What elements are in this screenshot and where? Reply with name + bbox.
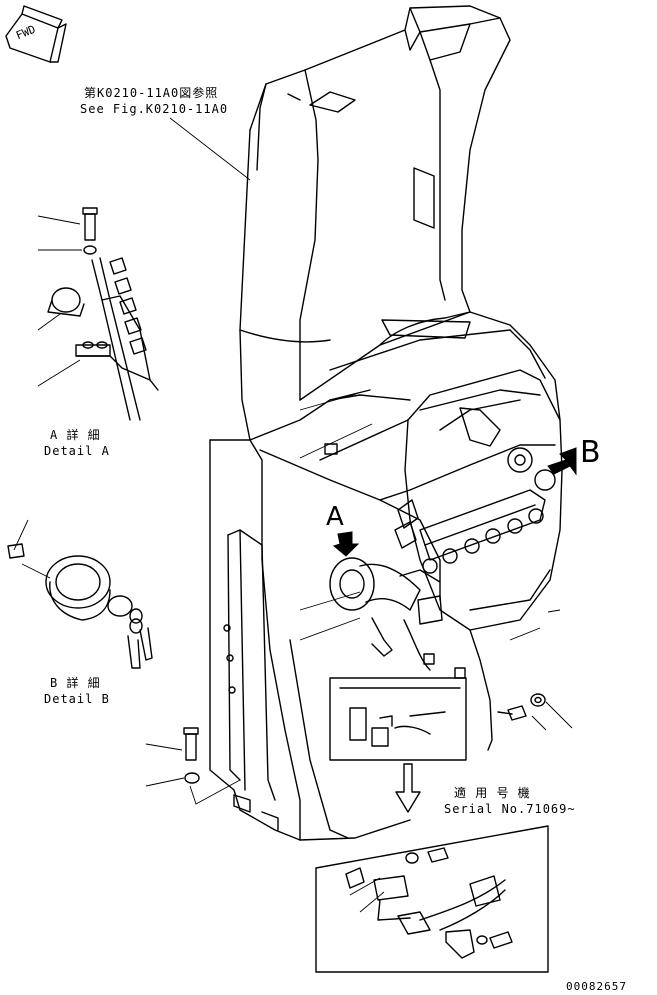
- detail-b-parts: [7, 519, 153, 669]
- ref-note-jp: 第K0210-11A0図参照: [84, 86, 219, 100]
- drawing-number: 00082657: [566, 980, 627, 993]
- bolt-right: [497, 693, 573, 731]
- key-switch-assembly: [329, 557, 441, 671]
- relay-box: [329, 677, 467, 761]
- serial-detail-frame: [315, 825, 549, 973]
- ref-note-en: See Fig.K0210-11A0: [80, 102, 229, 116]
- ref-leader: [169, 117, 251, 181]
- bolt-left: [145, 727, 241, 805]
- detail-a-jp: A 詳 細: [50, 428, 101, 442]
- serial-en: Serial No.71069~: [444, 802, 576, 816]
- view-arrow-b: [547, 447, 577, 476]
- detail-b-jp: B 詳 細: [50, 676, 101, 690]
- serial-jp: 適 用 号 機: [454, 786, 531, 800]
- view-arrow-a: [332, 531, 360, 557]
- detail-a-parts: [37, 207, 159, 421]
- fwd-arrow-icon: [5, 5, 67, 63]
- view-label-a: A: [326, 502, 344, 532]
- view-label-b: B: [580, 435, 601, 470]
- detail-b-en: Detail B: [44, 692, 110, 706]
- switch-block: [379, 407, 556, 625]
- down-arrow-icon: [395, 763, 421, 813]
- console-body: [209, 5, 563, 841]
- detail-a-en: Detail A: [44, 444, 110, 458]
